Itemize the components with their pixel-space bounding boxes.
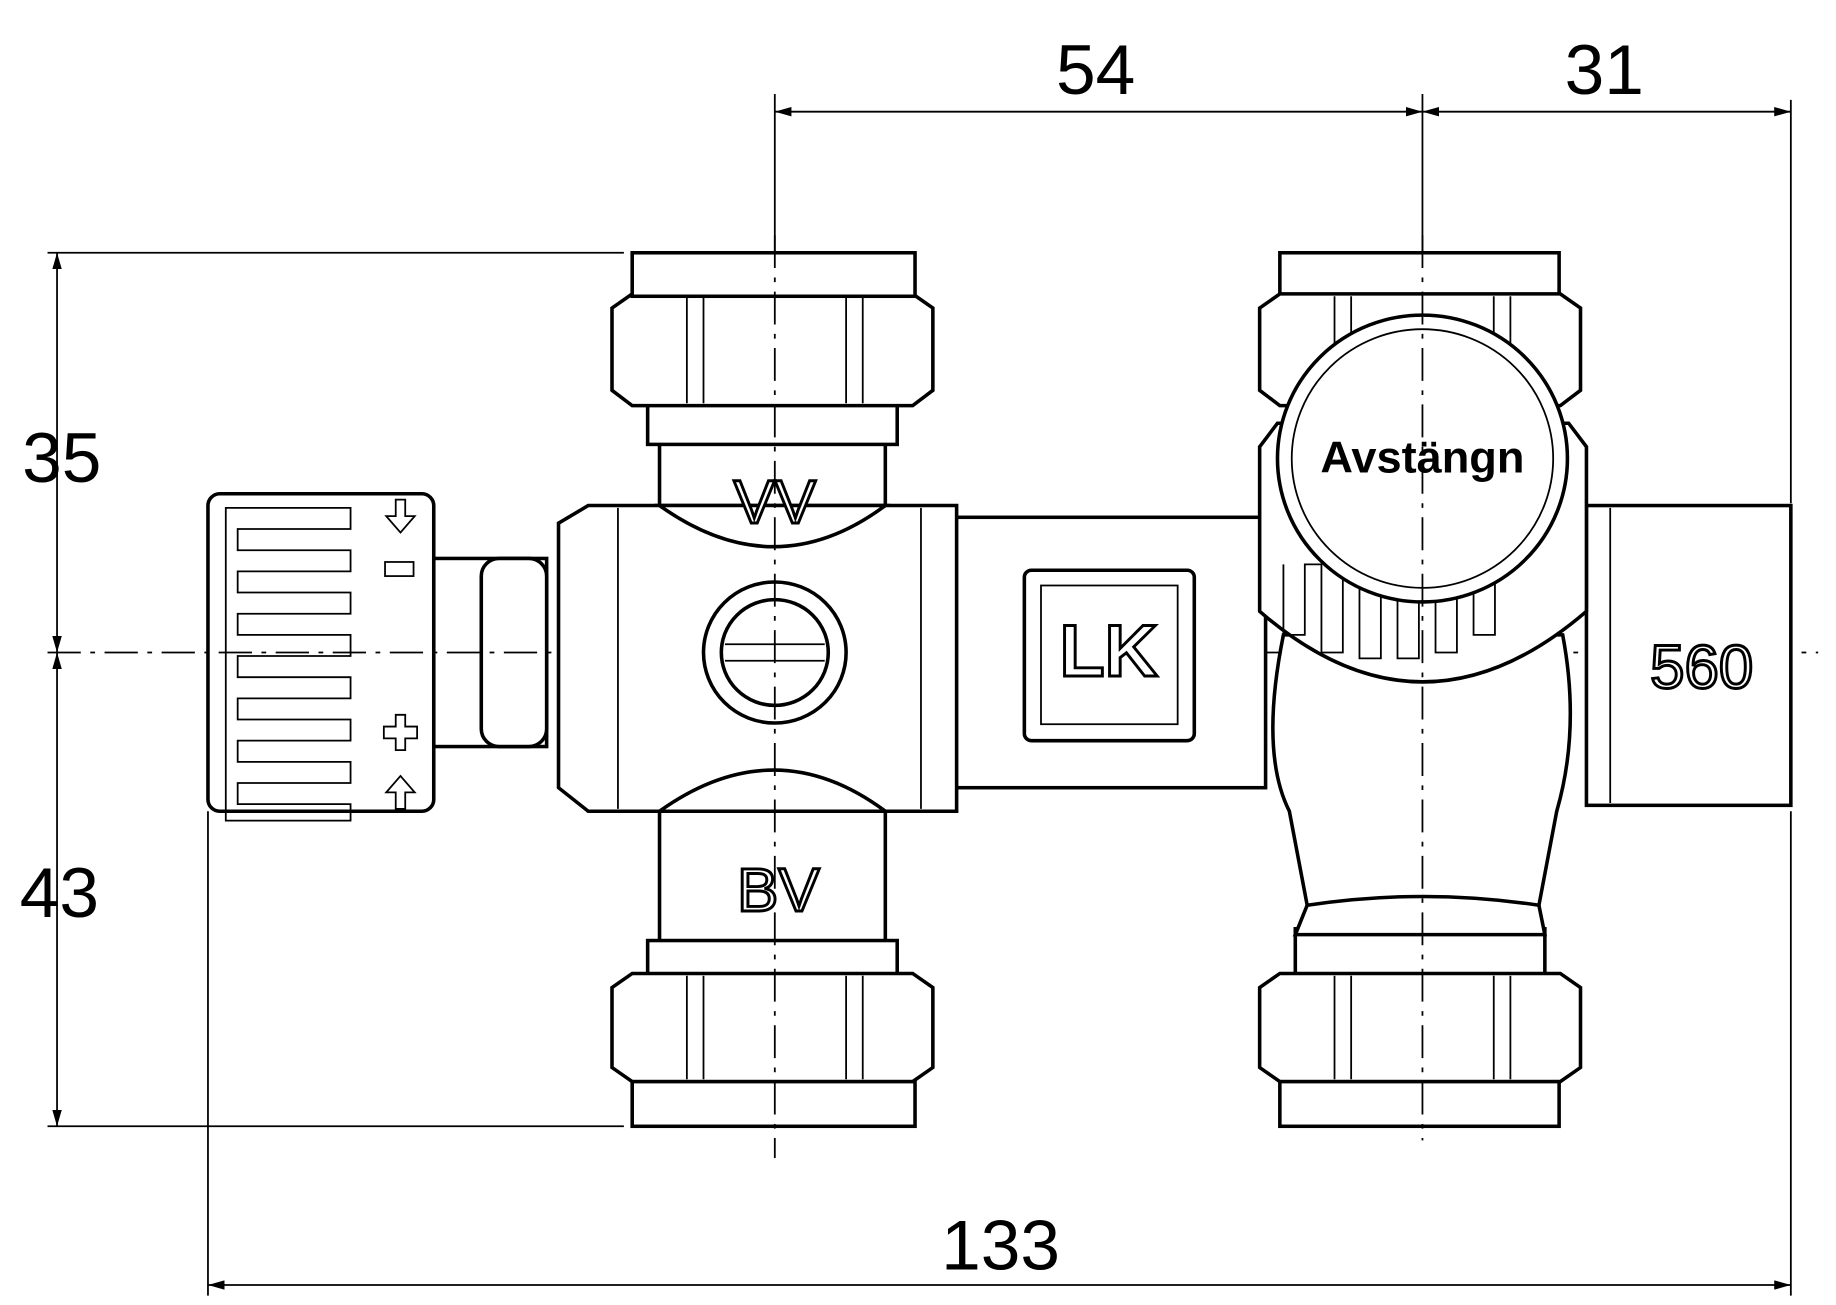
right-lower-fitting <box>1257 633 1583 1129</box>
dimension-lines <box>47 94 1792 1296</box>
logo-text: LK <box>1060 610 1158 692</box>
lk-logo: LK <box>1022 568 1197 743</box>
cold-water-fitting <box>610 803 935 1129</box>
dimension-31: 31 <box>1565 31 1644 110</box>
dimension-133: 133 <box>941 1207 1060 1286</box>
bv-label: BV <box>737 856 819 925</box>
dimension-54: 54 <box>1056 31 1135 110</box>
minus-sign-icon <box>384 561 415 577</box>
temperature-adjust-knob <box>206 492 549 822</box>
arrow-down-icon <box>384 498 417 534</box>
arrow-up-icon <box>384 774 417 810</box>
dimension-43: 43 <box>20 854 99 933</box>
right-outlet <box>1584 503 1793 808</box>
plus-sign-icon <box>382 713 419 751</box>
warm-water-fitting <box>610 251 935 514</box>
mixing-body <box>556 503 959 813</box>
shutoff-knob[interactable]: Avstängn <box>1257 313 1589 684</box>
model-number: 560 <box>1650 633 1753 702</box>
dimension-35: 35 <box>22 419 101 498</box>
